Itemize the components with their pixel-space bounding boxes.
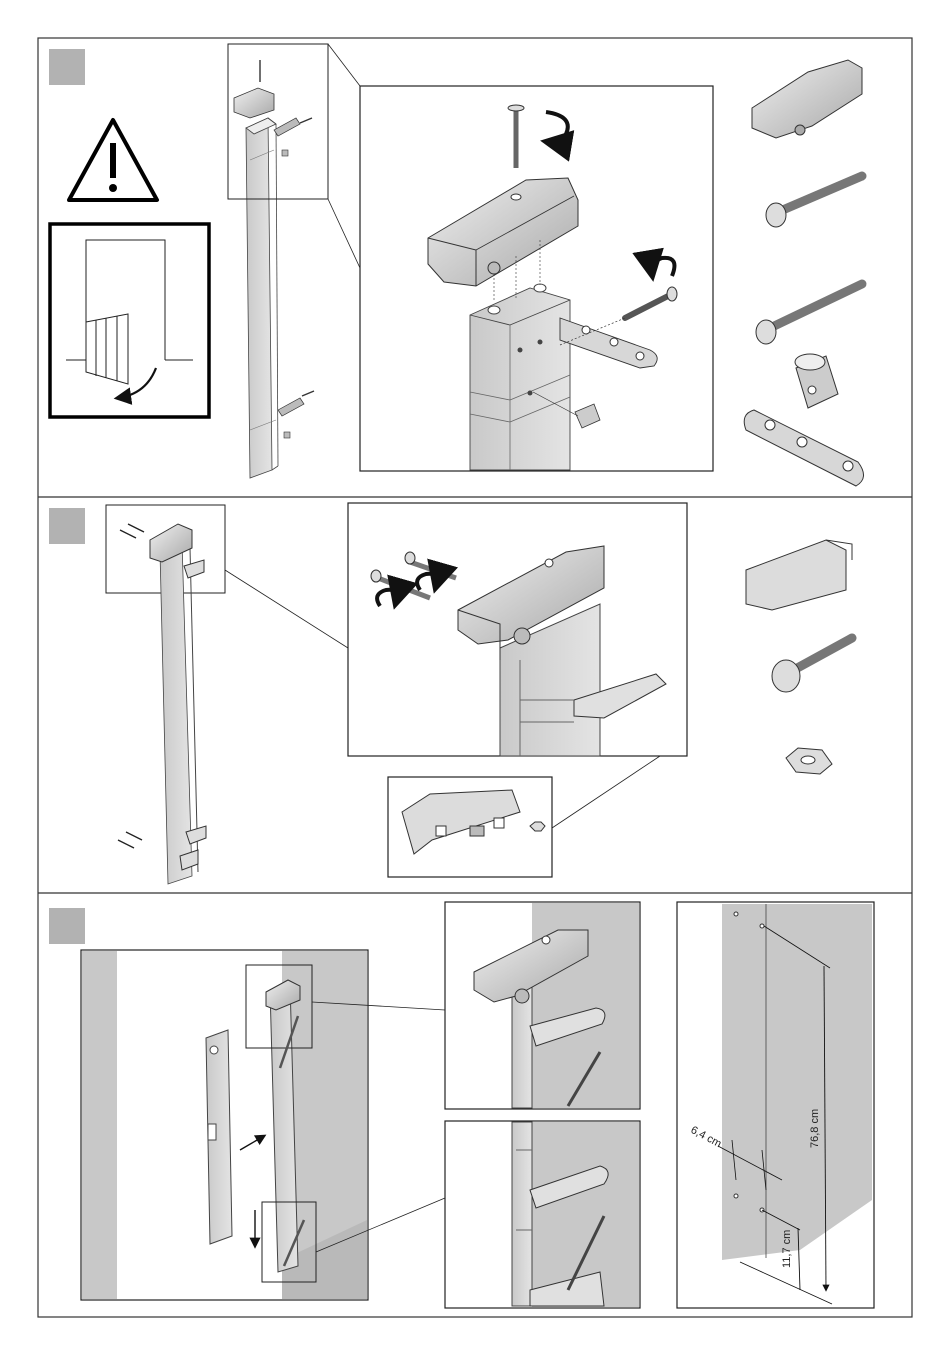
post-overview: [228, 44, 328, 478]
post-overview: [106, 505, 225, 884]
step-3-badge: [49, 908, 85, 944]
screw-part: [772, 638, 852, 692]
step-2-parts-list: [746, 540, 852, 774]
medium-screw-part: [756, 284, 862, 344]
top-bracket-part: [752, 60, 862, 138]
step-2-subdetail: [388, 777, 552, 877]
dimension-vertical-long: 76,8 cm: [809, 1109, 821, 1148]
step-3-lower-detail: [445, 1121, 640, 1308]
dimension-vertical-short: 11,7 cm: [781, 1230, 793, 1268]
step-1-detail: [360, 86, 713, 471]
step-1-badge: [49, 49, 85, 85]
barrel-nut-part: [795, 354, 838, 408]
door-swing-illustration: [50, 224, 209, 417]
strap-plate-part: [744, 410, 863, 486]
step-3-upper-detail: [445, 902, 640, 1109]
callout-line: [552, 756, 660, 828]
callout-line: [328, 199, 360, 268]
step-1-parts-list: [744, 60, 863, 486]
callout-line: [328, 44, 360, 86]
step-2-detail: [348, 503, 687, 756]
step-2-panel: [49, 503, 852, 884]
callout-line: [225, 570, 348, 648]
step-2-badge: [49, 508, 85, 544]
step-3-panel: 76,8 cm 6,4 cm 11,7 cm: [49, 902, 874, 1308]
step-1-panel: [49, 44, 864, 486]
hex-nut-part: [786, 748, 832, 774]
long-screw-part: [766, 176, 862, 227]
bracket-part: [746, 540, 852, 610]
warning-triangle-icon: [69, 120, 157, 200]
measurement-panel: 76,8 cm 6,4 cm 11,7 cm: [677, 902, 874, 1308]
